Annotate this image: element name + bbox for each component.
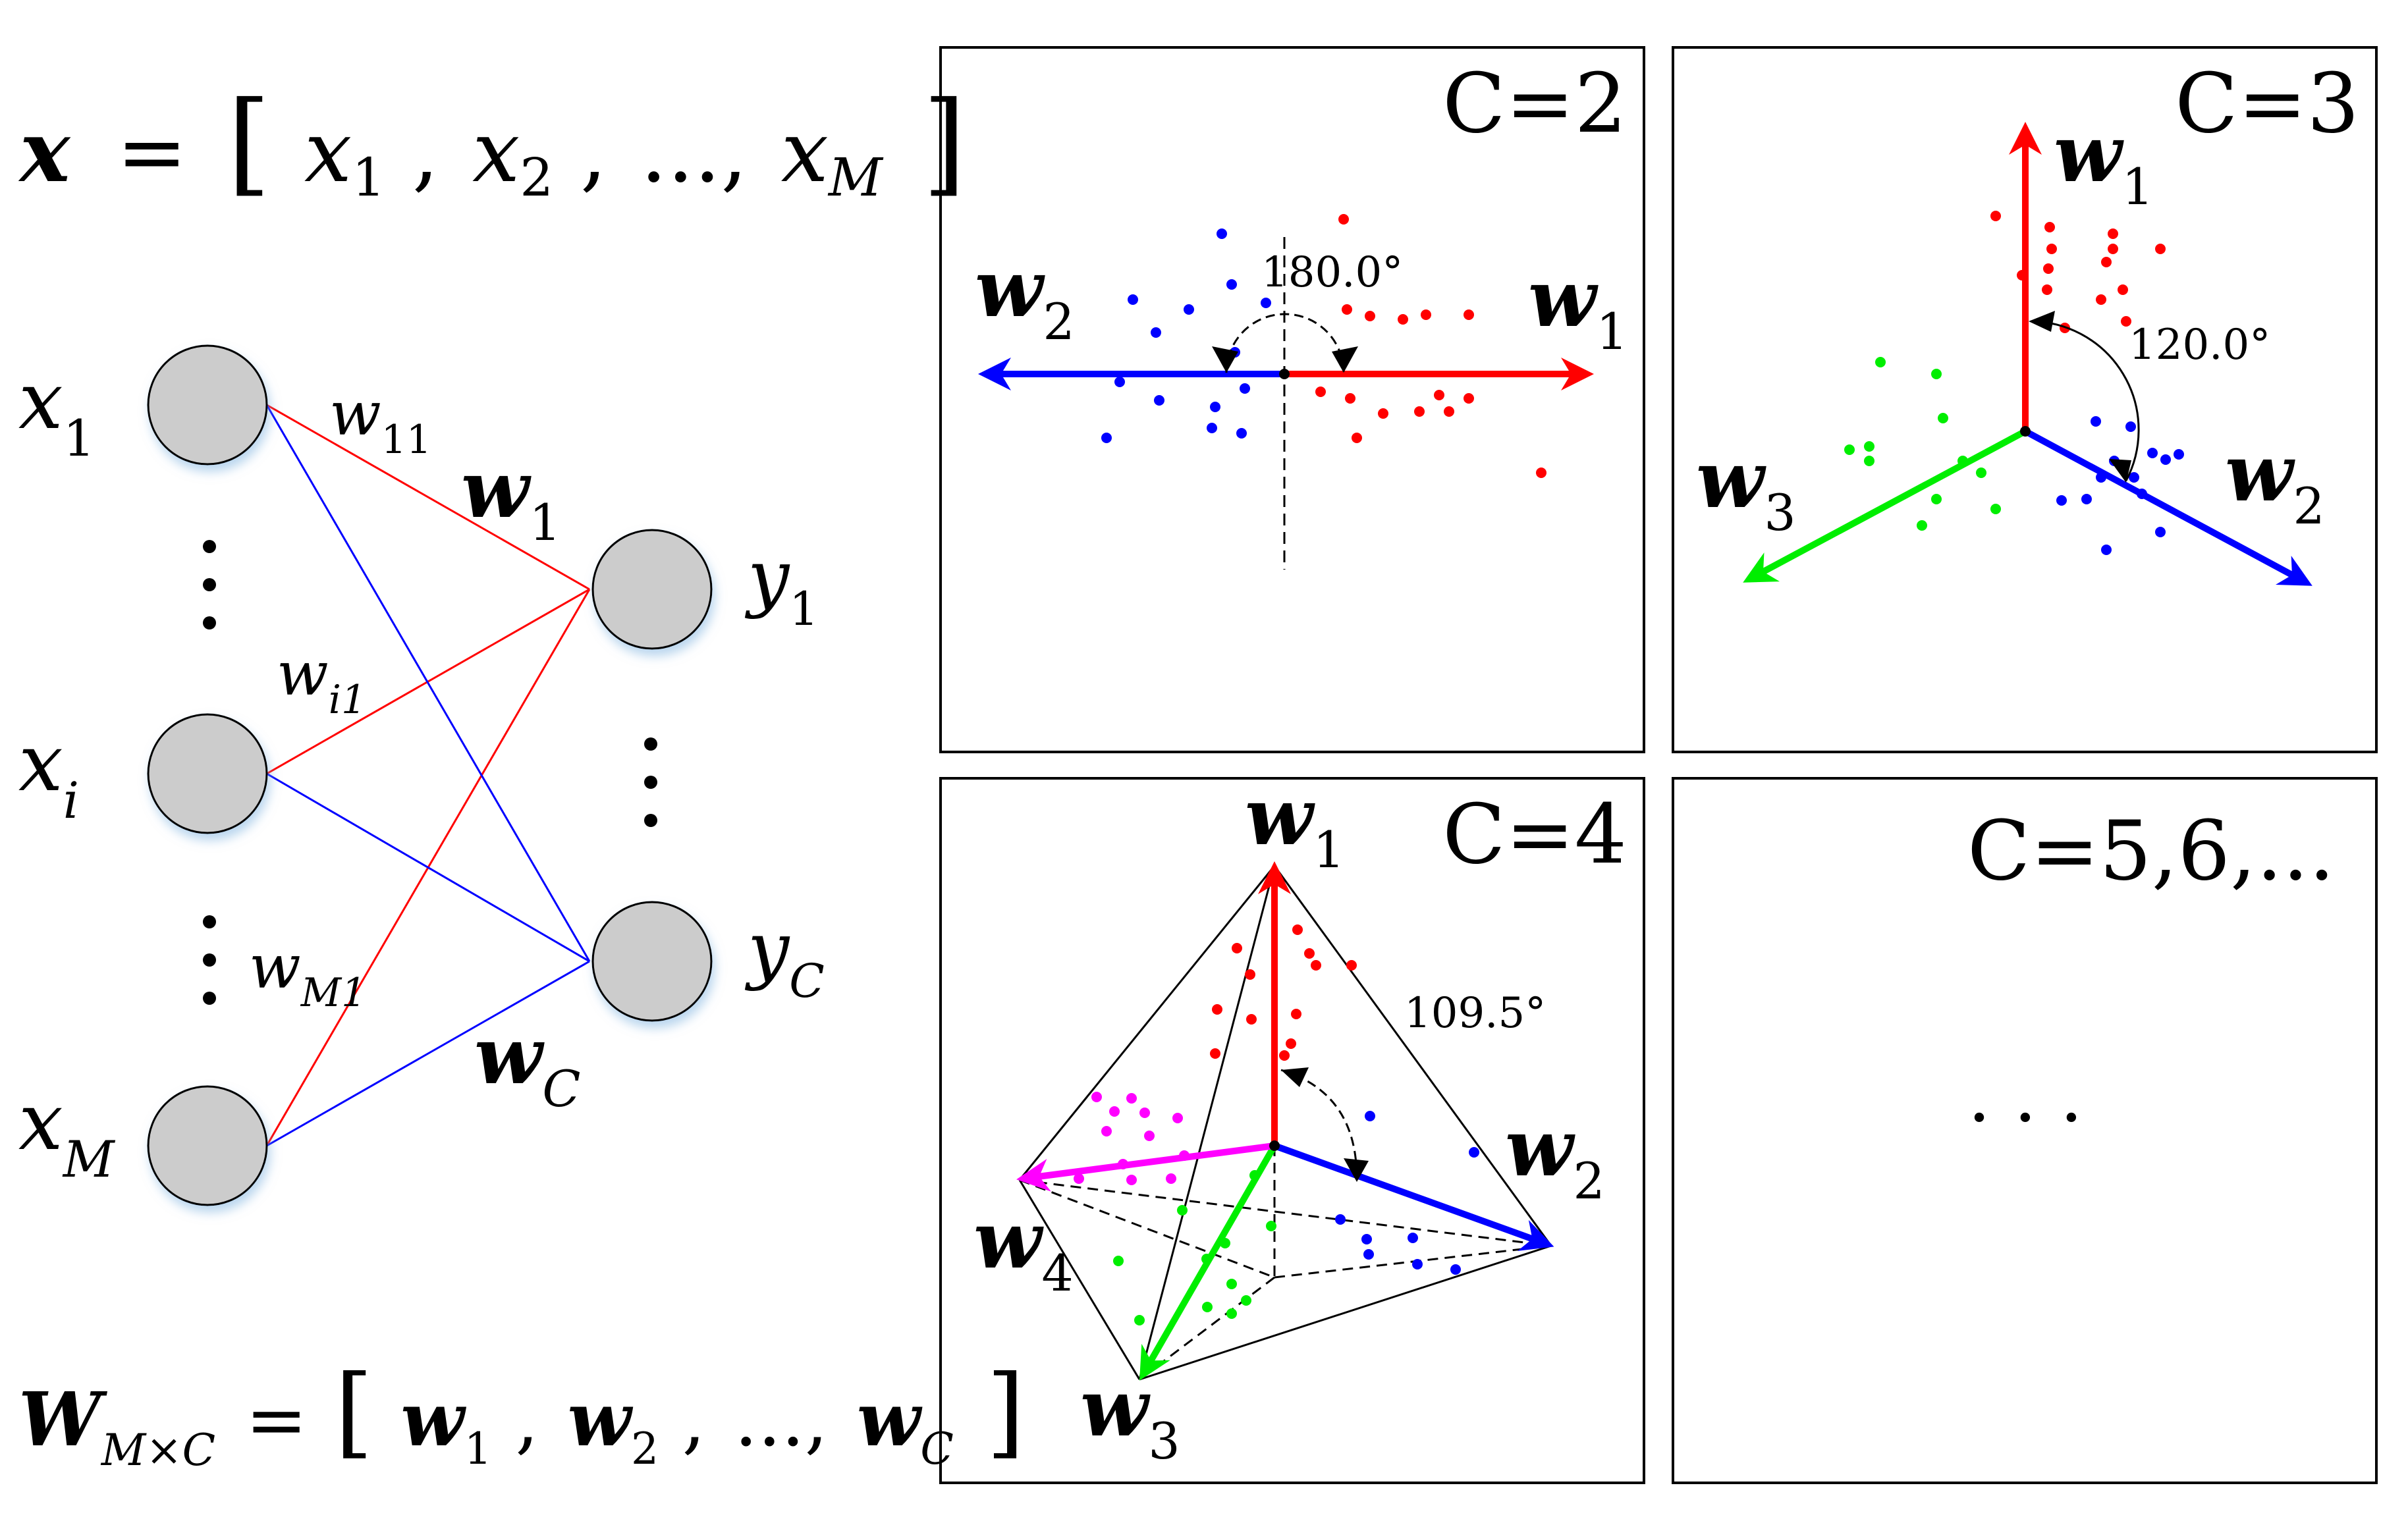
origin-c4 <box>1269 1140 1280 1151</box>
red-points-c4 <box>1210 924 1357 1061</box>
output-label-yC: yC <box>744 907 825 1008</box>
vector-label-wC: wC <box>474 1009 580 1118</box>
vector-label-w1-c4: w1 <box>1245 770 1345 879</box>
input-node-xM <box>147 1085 268 1206</box>
panel-c5plus-title: C=5,6,... <box>1967 803 2335 899</box>
vertical-ellipsis <box>203 540 657 1005</box>
vector-w2-c3 <box>2023 428 2312 586</box>
blue-points <box>1101 228 1271 443</box>
vector-w2-c4 <box>1273 1142 1554 1251</box>
input-node-xi <box>147 713 268 834</box>
red-points <box>1315 214 1546 478</box>
vector-label-w3-c4: w3 <box>1080 1362 1180 1470</box>
angle-arc-c3 <box>2030 320 2140 481</box>
edge-x1-y1 <box>266 404 590 591</box>
weight-label-wi1: wi1 <box>277 639 366 723</box>
angle-arc-c2 <box>1225 313 1345 373</box>
edge-xi-yC <box>266 772 590 963</box>
vector-label-w2-c3: w2 <box>2225 427 2325 535</box>
panel-c2-title: C=2 <box>1442 56 1627 151</box>
output-node-yC <box>591 901 713 1022</box>
output-nodes <box>591 529 713 1022</box>
vector-label-w1-c2: w1 <box>1528 252 1628 361</box>
vector-label-w4-c4: w4 <box>973 1194 1074 1302</box>
panel-c4-title: C=4 <box>1442 787 1627 882</box>
tetrahedron <box>1018 865 1552 1381</box>
vector-w4-c4 <box>1016 1142 1275 1192</box>
vector-label-w3-c3: w3 <box>1696 433 1796 542</box>
panel-c3-title: C=3 <box>2175 56 2359 151</box>
vector-label-w2-c2: w2 <box>975 242 1075 351</box>
panel-c5plus-ellipsis: · · · <box>1968 1075 2083 1160</box>
green-points-c3 <box>1844 357 2001 531</box>
network-diagram: x = [ x1 , x2 , ..., xM ] <box>18 78 1025 1483</box>
edge-xM-yC <box>266 960 590 1147</box>
vector-label-w1-c3: w1 <box>2054 107 2154 216</box>
panel-c5plus: C=5,6,... · · · <box>1672 777 2378 1484</box>
vector-w3-c4 <box>1139 1144 1278 1381</box>
origin-c2 <box>1279 369 1290 379</box>
edge-x1-yC <box>265 404 591 962</box>
input-label-xi: xi <box>18 718 79 830</box>
input-label-xM: xM <box>18 1077 116 1189</box>
vector-label-w1: w1 <box>461 443 561 552</box>
vector-label-w2-c4: w2 <box>1505 1102 1605 1210</box>
angle-label-c2: 180.0° <box>1261 248 1403 297</box>
output-label-y1: y1 <box>744 535 819 636</box>
green-points-c4 <box>1113 1170 1276 1325</box>
panel-c3: C=3 120.0° w1 <box>1672 46 2378 753</box>
panel-c4: C=4 <box>939 770 1645 1484</box>
blue-points-c4 <box>1335 1111 1479 1275</box>
angle-label-c4: 109.5° <box>1404 989 1546 1038</box>
vector-w3-c3 <box>1743 428 2027 583</box>
input-vector-equation: x = [ x1 , x2 , ..., xM ] <box>18 78 966 216</box>
input-label-x1: x1 <box>18 356 95 468</box>
weight-label-w11: w11 <box>329 379 431 463</box>
connections <box>265 404 591 1147</box>
weight-matrix-equation: WM×C = [ w1 , w2 , ..., wC ] <box>18 1354 1025 1483</box>
input-nodes <box>147 344 268 1206</box>
angle-label-c3: 120.0° <box>2129 321 2270 369</box>
weight-label-wM1: wM1 <box>249 932 366 1016</box>
output-node-y1 <box>591 529 713 650</box>
input-node-x1 <box>147 344 268 466</box>
panel-c2: C=2 180.0° w2 w1 <box>939 46 1645 753</box>
red-points-c3 <box>1990 211 2166 333</box>
origin-c3 <box>2020 426 2031 437</box>
